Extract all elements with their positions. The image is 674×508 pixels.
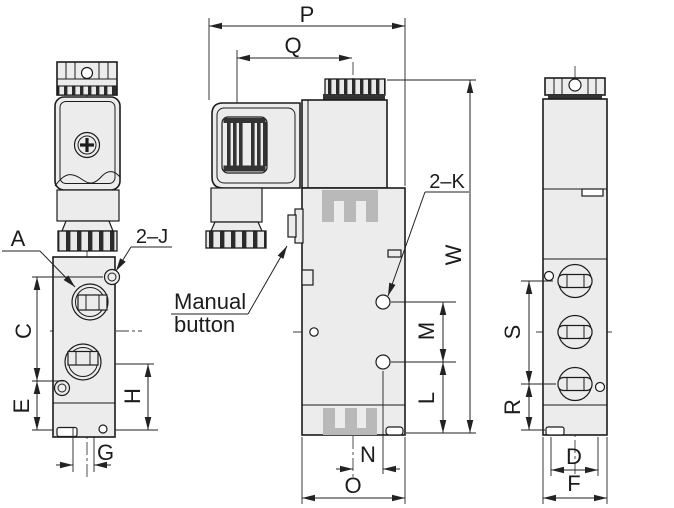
- dim-f-label: F: [567, 471, 580, 496]
- small-hole-upper: [543, 270, 555, 282]
- port-2-slot: [557, 324, 593, 340]
- coil-top-nut: [324, 78, 386, 96]
- cable-entry-stripe: [257, 122, 261, 166]
- dim-h-label: H: [120, 388, 145, 404]
- coil-body: [301, 99, 388, 189]
- dim-c-label: C: [11, 323, 36, 339]
- mount-screw-hole-2j-inner: [107, 272, 117, 282]
- label-a: A: [11, 226, 26, 251]
- dim-w-label: W: [441, 244, 466, 265]
- coil-top-band: [323, 94, 385, 101]
- dim-l-label: L: [414, 392, 439, 404]
- dim-q-label: Q: [284, 33, 301, 58]
- left-view: A 2–J C E H G: [2, 61, 172, 478]
- mount-screw-hole-left: [53, 379, 71, 397]
- front-din-connector: [205, 102, 301, 249]
- label-a-leader: [39, 250, 76, 288]
- dim-n-label: N: [360, 442, 376, 467]
- base-small-hole: [98, 424, 108, 434]
- side-notch: [581, 188, 604, 197]
- cable-entry-stripe: [233, 122, 237, 166]
- dim-g-label: G: [97, 440, 114, 465]
- nut-center-hole: [80, 66, 94, 80]
- connector-stem: [56, 189, 120, 222]
- nut-knurl-band: [57, 85, 117, 96]
- right-view: S R D F: [500, 66, 612, 504]
- connector-inner-outline: [216, 107, 296, 184]
- gland-chamfer: [61, 220, 114, 232]
- base-notch: [545, 426, 565, 436]
- small-hole-lower: [594, 381, 606, 393]
- front-coil: [301, 78, 388, 189]
- nut-dark-band: [548, 94, 602, 100]
- port-b-slot: [67, 350, 99, 366]
- cable-entry-stripe: [251, 122, 255, 166]
- brand-logo-bottom: [323, 408, 377, 435]
- cable-gland-knurl: [205, 230, 267, 249]
- label-2j: 2–J: [136, 226, 168, 248]
- manual-button-leader: [247, 245, 288, 315]
- label-2k-leader: [387, 191, 426, 297]
- label-2k: 2–K: [429, 171, 465, 193]
- pilot-hole: [309, 327, 319, 337]
- port-3-slot: [557, 376, 593, 392]
- port-a-slot: [77, 294, 108, 311]
- dim-m-label: M: [414, 322, 439, 340]
- nut-center-hole: [568, 78, 582, 92]
- left-valve-body: [52, 256, 121, 438]
- cable-entry-stripe: [239, 122, 243, 166]
- mount-screw-hole-left-inner: [57, 383, 67, 393]
- dim-o-label: O: [344, 473, 361, 498]
- port-1-slot: [557, 273, 593, 289]
- manual-button-label-line1: Manual: [174, 289, 246, 314]
- left-din-connector: [54, 96, 121, 252]
- right-top-nut: [544, 77, 606, 100]
- gland-chamfer: [210, 221, 263, 232]
- connector-inner-outline: [59, 101, 116, 184]
- right-valve-body: [542, 98, 608, 436]
- base-notch: [56, 426, 78, 438]
- cable-entry-top-band: [223, 118, 266, 123]
- mount-hole-2k-lower: [375, 354, 391, 370]
- manual-button-tip: [287, 214, 297, 238]
- front-view: P Q: [171, 2, 476, 504]
- base-notch: [385, 426, 404, 436]
- dim-p-label: P: [300, 2, 315, 27]
- right-edge-tick: [387, 249, 402, 258]
- dim-r-label: R: [500, 399, 525, 415]
- connector-wave-line: [54, 171, 121, 187]
- manual-button-label-line2: button: [174, 312, 235, 337]
- cable-entry-stripe: [263, 122, 267, 166]
- dim-s-label: S: [500, 325, 525, 340]
- valve-body-block: [301, 187, 406, 436]
- cable-gland-knurl: [57, 230, 118, 252]
- mount-hole-2k-upper: [375, 294, 391, 310]
- side-tab: [301, 269, 314, 286]
- dim-d-label: D: [566, 444, 582, 469]
- label-2j-leader: [115, 246, 132, 272]
- connector-stem: [210, 187, 263, 223]
- cable-entry-bottom-band: [223, 165, 266, 172]
- cable-entry-stripe: [227, 122, 231, 166]
- mount-screw-hole-2j: [103, 268, 121, 286]
- brand-logo-top: [322, 190, 378, 222]
- front-valve-body: [287, 187, 406, 436]
- dim-e-label: E: [9, 399, 34, 414]
- connector-screw-inner: [77, 135, 97, 155]
- left-top-nut: [56, 61, 118, 96]
